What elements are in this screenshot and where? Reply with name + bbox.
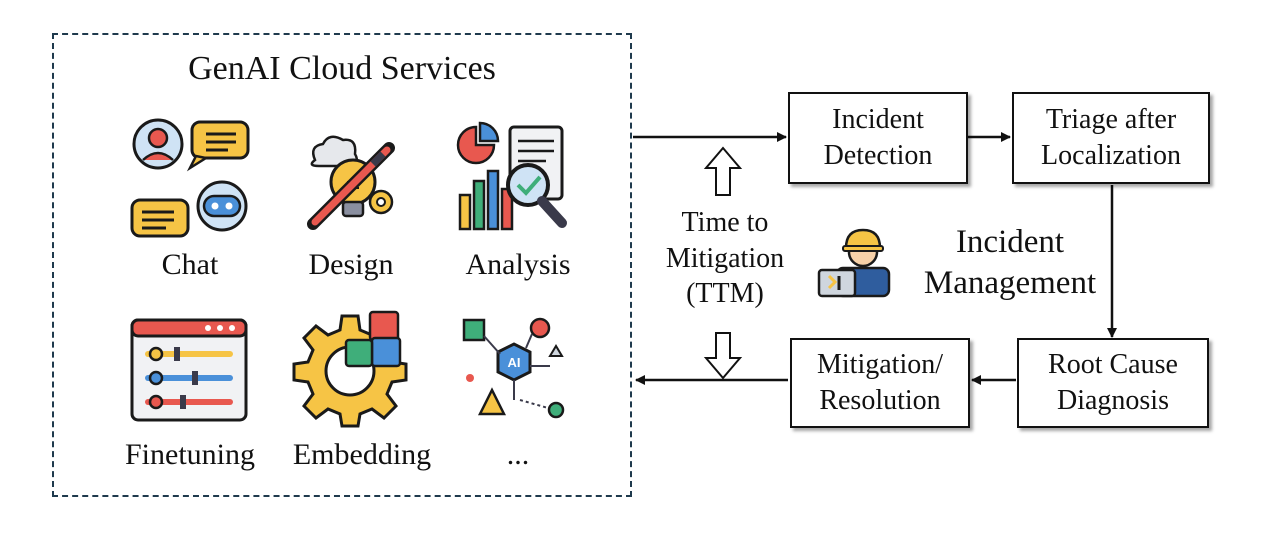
ttm-label: Time to Mitigation (TTM) <box>665 207 785 310</box>
service-label-design: Design <box>308 248 394 281</box>
engineer-icon <box>817 228 891 298</box>
embedding-icon <box>292 310 408 428</box>
hollow-down-arrow <box>703 332 743 380</box>
service-label-more: ... <box>506 438 530 471</box>
mitigation-label: Mitigation/ Resolution <box>817 348 943 416</box>
service-label-finetuning: Finetuning <box>124 438 255 471</box>
chat-icon <box>130 118 250 238</box>
finetuning-icon <box>130 318 248 422</box>
services-title: GenAI Cloud Services <box>188 50 496 87</box>
mitigation-box: Mitigation/ Resolution <box>790 338 970 428</box>
analysis-icon <box>456 121 567 231</box>
root-cause-label: Root Cause Diagnosis <box>1048 348 1178 416</box>
incident-management-label: Incident Management <box>923 224 1097 302</box>
services-frame <box>52 33 632 497</box>
design-icon <box>307 135 395 230</box>
incident-detection-box: Incident Detection <box>788 92 968 184</box>
service-label-chat: Chat <box>161 248 219 281</box>
hollow-up-arrow <box>703 146 743 196</box>
triage-label: Triage after Localization <box>1041 103 1181 171</box>
triage-box: Triage after Localization <box>1012 92 1210 184</box>
svg-text:AI: AI <box>508 355 521 370</box>
ai-network-icon: AI <box>462 317 565 419</box>
service-label-embedding: Embedding <box>292 438 432 471</box>
incident-detection-label: Incident Detection <box>823 103 933 171</box>
root-cause-box: Root Cause Diagnosis <box>1017 338 1209 428</box>
service-label-analysis: Analysis <box>465 248 571 281</box>
